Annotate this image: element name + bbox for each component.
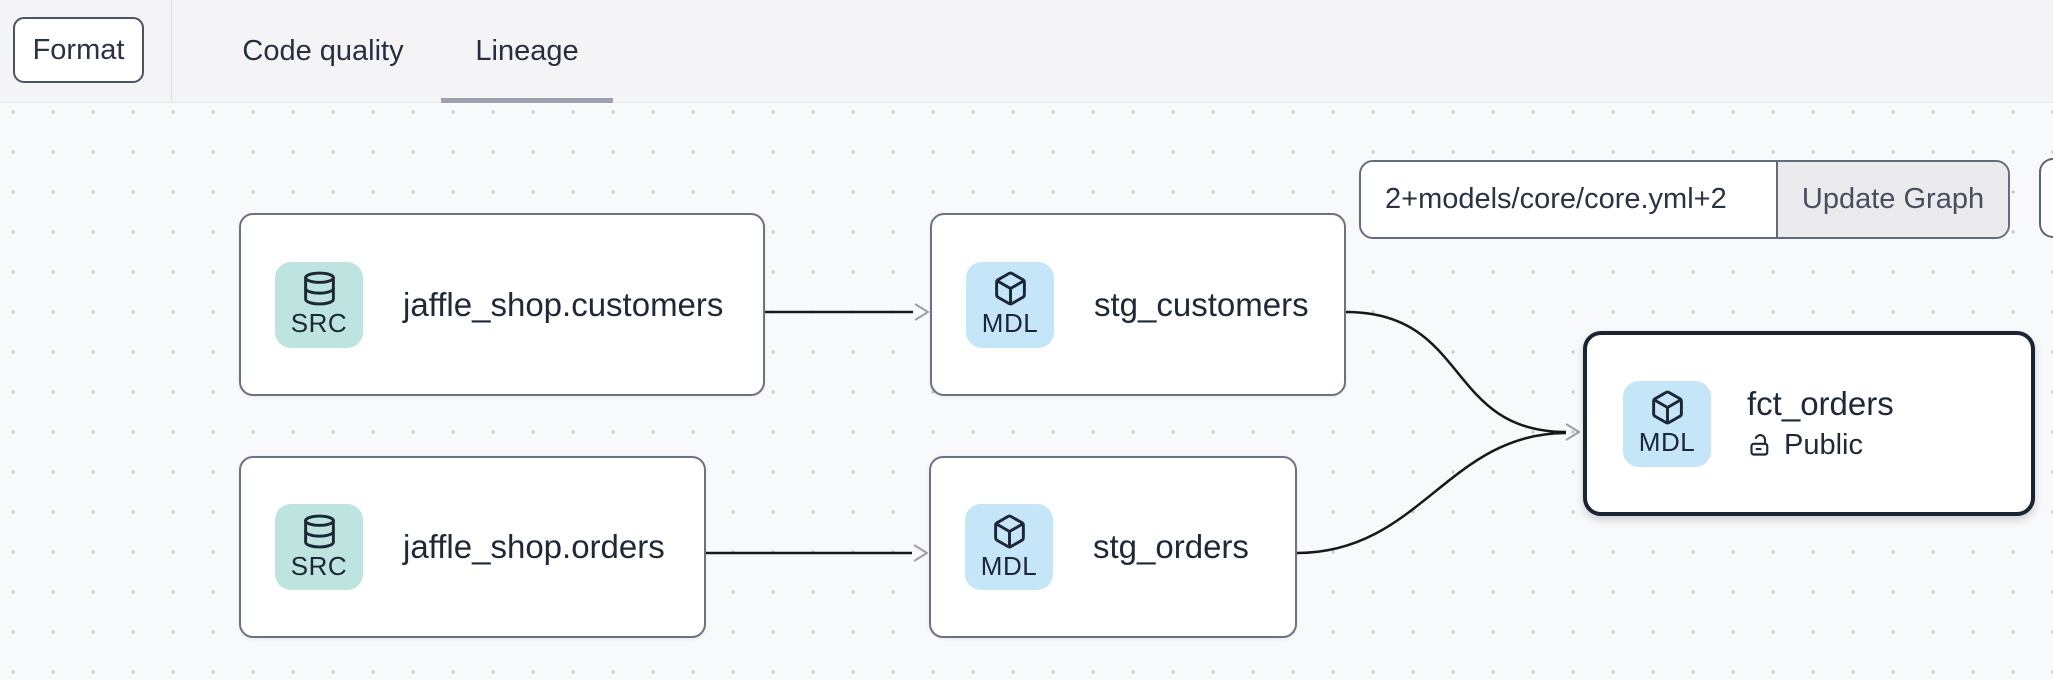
database-icon	[303, 514, 335, 548]
arrowhead-icon	[1565, 423, 1580, 441]
active-tab-underline	[441, 98, 613, 103]
tab-code-quality[interactable]: Code quality	[242, 34, 404, 67]
edge-stg-customers-fct	[1345, 310, 1567, 434]
model-resource-badge: MDL	[1623, 380, 1711, 467]
source-resource-badge: SRC	[275, 504, 363, 590]
clipped-right-button[interactable]	[2039, 158, 2053, 238]
cube-icon	[994, 271, 1026, 306]
node-source-jaffle-shop-orders[interactable]: SRC jaffle_shop.orders	[239, 456, 706, 638]
header-divider	[171, 0, 172, 102]
lineage-selector-group: Update Graph	[1359, 160, 2010, 239]
node-model-fct-orders[interactable]: MDL fct_orders Public	[1583, 331, 2035, 516]
model-resource-badge: MDL	[966, 261, 1054, 348]
node-source-jaffle-shop-customers[interactable]: SRC jaffle_shop.customers	[239, 213, 765, 396]
arrowhead-icon	[914, 303, 929, 321]
node-model-stg-customers[interactable]: MDL stg_customers	[930, 213, 1346, 396]
lineage-edges	[706, 303, 1580, 562]
database-icon	[303, 271, 335, 306]
model-resource-badge: MDL	[965, 504, 1053, 590]
top-toolbar: Format Code quality Lineage	[0, 0, 2053, 103]
node-title: fct_orders	[1747, 385, 1894, 422]
cube-icon	[1651, 390, 1683, 425]
update-graph-button[interactable]: Update Graph	[1776, 162, 2008, 237]
tab-lineage[interactable]: Lineage	[475, 34, 579, 67]
node-title: stg_orders	[1093, 528, 1249, 565]
node-title: jaffle_shop.customers	[403, 285, 724, 323]
edge-stg-orders-fct	[1296, 431, 1567, 555]
source-resource-badge: SRC	[275, 261, 363, 348]
node-title: stg_customers	[1094, 285, 1309, 323]
lineage-canvas[interactable]: SRC jaffle_shop.customers MDL stg_custom…	[0, 103, 2053, 680]
node-model-stg-orders[interactable]: MDL stg_orders	[929, 456, 1297, 638]
lock-open-icon	[1750, 434, 1769, 456]
format-button[interactable]: Format	[13, 17, 144, 83]
node-title: jaffle_shop.orders	[403, 528, 665, 565]
arrowhead-icon	[913, 544, 928, 562]
lineage-selector-input[interactable]	[1361, 162, 1776, 237]
cube-icon	[993, 514, 1025, 548]
access-badge: Public	[1747, 429, 1894, 462]
